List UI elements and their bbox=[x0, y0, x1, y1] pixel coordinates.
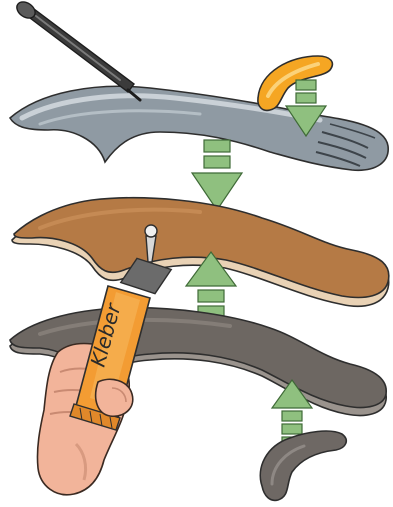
top-insole-layer bbox=[10, 86, 388, 170]
heel-pad-orange bbox=[258, 56, 332, 110]
cutting-tool-icon bbox=[14, 0, 140, 100]
heel-pad-grey bbox=[260, 431, 346, 500]
arrow-down-center-icon bbox=[192, 140, 242, 210]
thumb-icon bbox=[96, 379, 133, 416]
